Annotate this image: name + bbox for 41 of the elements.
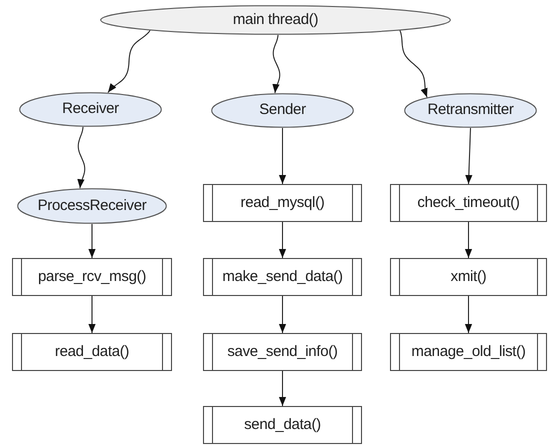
arrow [278, 128, 286, 184]
thread-ellipse [19, 92, 162, 127]
node-label: main thread() [232, 10, 318, 30]
function-box [390, 184, 547, 222]
function-box [12, 333, 172, 371]
node-label: xmit() [450, 268, 486, 286]
node-label: make_send_data() [222, 268, 343, 286]
arrow [400, 30, 428, 98]
node-label: parse_rcv_msg() [38, 268, 146, 286]
arrow [77, 126, 86, 189]
arrow [272, 34, 280, 94]
function-box [390, 258, 547, 296]
function-box [203, 184, 362, 222]
thread-ellipse [404, 93, 537, 128]
arrow [465, 128, 472, 184]
function-box [12, 258, 172, 296]
arrow [88, 224, 96, 258]
node-label: ProcessReceiver [38, 196, 146, 216]
arrow [278, 222, 286, 258]
node-label: Retransmitter [427, 101, 514, 120]
arrow [464, 296, 472, 334]
thread-ellipse [211, 93, 354, 128]
arrow [278, 296, 286, 334]
node-label: Sender [259, 101, 306, 120]
arrow [108, 30, 150, 93]
thread-ellipse [17, 188, 167, 224]
function-box [203, 406, 362, 444]
node-label: check_timeout() [417, 194, 520, 212]
node-label: read_data() [54, 342, 130, 362]
node-label: read_mysql() [240, 194, 324, 212]
arrow [278, 370, 286, 406]
node-label: save_send_info() [227, 342, 338, 362]
node-label: manage_old_list() [411, 342, 526, 362]
arrow [88, 296, 96, 334]
function-box [203, 333, 362, 371]
arrow [464, 222, 472, 258]
thread-ellipse [100, 5, 451, 35]
function-box [390, 333, 547, 371]
function-box [203, 258, 362, 296]
node-label: Receiver [62, 100, 119, 119]
node-label: send_data() [244, 416, 321, 434]
